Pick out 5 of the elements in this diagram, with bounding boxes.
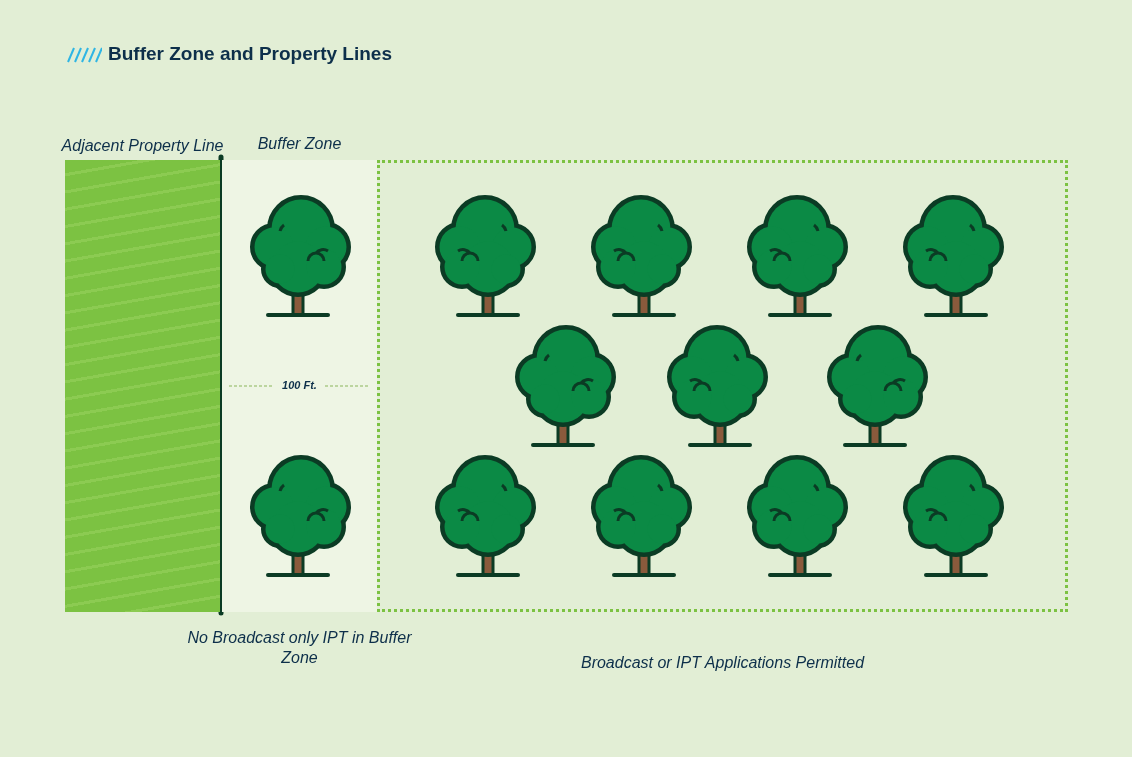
area-heading: Broadcast or IPT Applications Permitted bbox=[579, 653, 866, 673]
dimension-label: 100 Ft. bbox=[281, 379, 318, 391]
area-heading: Adjacent Property Line bbox=[60, 136, 225, 156]
area-caption: No Broadcast only IPT in Buffer Zone bbox=[186, 628, 413, 668]
diagram-title: Buffer Zone and Property Lines bbox=[108, 43, 392, 65]
